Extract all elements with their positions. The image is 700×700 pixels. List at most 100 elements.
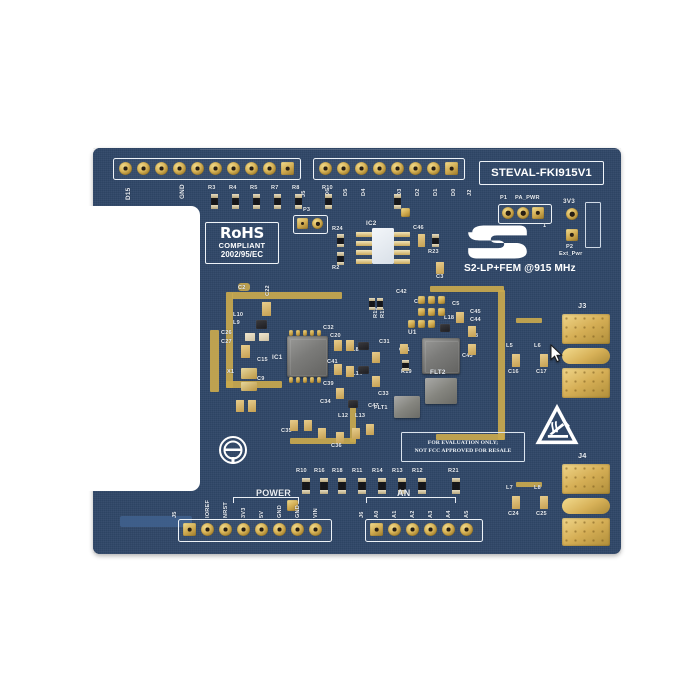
j4-pad-bottom[interactable] [562,518,610,546]
p1-pin-3[interactable] [502,207,514,219]
pin-label-d2: D2 [415,188,421,196]
p3-pin-2[interactable] [312,218,323,229]
header-pin[interactable] [191,162,204,175]
designator-ic1: IC1 [272,354,283,361]
designator-c9: C5 [452,301,460,307]
header-pin-1[interactable] [281,162,294,175]
header-pin[interactable] [119,162,132,175]
header-pin[interactable] [337,162,350,175]
power-bracket [233,497,299,499]
esd-sensitive-device-icon [535,403,579,445]
j5-pin-vin[interactable] [309,523,322,536]
designator-l12: L8 [352,347,359,353]
j6-pin-a2[interactable] [406,523,419,536]
header-pin[interactable] [427,162,440,175]
designator-r7: R7 [271,185,279,191]
header-pin[interactable] [137,162,150,175]
p1-pin-2[interactable] [517,207,529,219]
j6-pin-a5[interactable] [460,523,473,536]
connector-label-j4: J4 [578,451,587,460]
copper-trace [350,400,356,442]
designator-ic2: IC2 [366,220,377,227]
capacitor [290,420,298,431]
edge-connector-outline [585,202,601,248]
header-pin[interactable] [373,162,386,175]
copper-trace [290,438,356,444]
header-pin[interactable] [245,162,258,175]
j5-pin-nrst[interactable] [219,523,232,536]
connector-j2-top[interactable] [313,158,465,180]
j6-pin-a1[interactable] [388,523,401,536]
j6-pin-a4[interactable] [442,523,455,536]
pad-p2-ext-pwr[interactable] [566,229,578,241]
ic1-pad [317,330,321,336]
smd-pad [438,296,445,304]
header-pin[interactable] [319,162,332,175]
p3-pin-1[interactable] [297,218,308,229]
connector-label-p1: P1 [500,195,508,201]
ic2-pin [356,250,372,255]
header-pin[interactable] [227,162,240,175]
j5-pin-ioref[interactable] [201,523,214,536]
connector-p1[interactable] [498,204,552,224]
ic1-pad [296,377,300,383]
j4-pad-top[interactable] [562,464,610,494]
designator-c44: C44 [470,317,481,323]
header-pin[interactable] [263,162,276,175]
designator-r4: R4 [229,185,237,191]
header-pin[interactable] [409,162,422,175]
j5-pin-3v3[interactable] [237,523,250,536]
copper-trace [430,286,504,292]
j6-pin-a0[interactable] [370,523,383,536]
jumper-jp1[interactable] [287,500,298,511]
connector-j5-top[interactable] [113,158,301,180]
designator-l18: L18 [444,315,455,321]
copper-trace [498,290,505,440]
pad-3v3[interactable] [566,208,578,220]
capacitor [372,352,380,363]
header-pin[interactable] [209,162,222,175]
header-pin[interactable] [391,162,404,175]
copper-trace [226,292,233,388]
j4-signal-pad[interactable] [562,498,610,514]
crystal-x1 [241,368,257,379]
designator-l14: L13 [355,413,366,419]
header-pin[interactable] [355,162,368,175]
j3-signal-pad[interactable] [562,348,610,364]
j5-pin-5v[interactable] [255,523,268,536]
capacitor-c18 [540,354,548,367]
connector-label-j3: J3 [578,301,587,310]
j3-pad-top[interactable] [562,314,610,344]
test-point[interactable] [401,208,410,217]
inductor-l15 [358,366,369,374]
designator-r3: R3 [208,185,216,191]
resistor-r14 [358,478,366,494]
j5-pin-gnd-1[interactable] [273,523,286,536]
pin-label-5v: 5V [259,510,265,518]
j3-pad-bottom[interactable] [562,368,610,398]
designator-c26: C26 [221,330,232,336]
ic1-pad [310,377,314,383]
connector-j5-bottom[interactable] [178,519,332,542]
designator-r11: R18 [332,468,343,474]
designator-c3: C3 [436,274,444,280]
designator-r24: R2 [332,265,340,271]
connector-j6-bottom[interactable] [365,519,483,542]
j6-pin-a3[interactable] [424,523,437,536]
pin-label-a1: A1 [392,510,398,518]
connector-p3[interactable] [293,215,328,234]
mouse-cursor [550,344,563,363]
header-pin[interactable] [155,162,168,175]
capacitor-c17 [512,354,520,367]
capacitor [366,424,374,435]
header-pin-1[interactable] [445,162,458,175]
header-pin[interactable] [173,162,186,175]
designator-c35: C36 [331,443,342,449]
designator-c31: C32 [323,325,334,331]
j5-pin-1[interactable] [183,523,196,536]
ic2-pin [356,232,372,237]
designator-l10: L10 [233,312,244,318]
designator-r9: R21 [448,468,459,474]
p1-pin-1[interactable] [532,207,544,219]
j5-pin-gnd-2[interactable] [291,523,304,536]
